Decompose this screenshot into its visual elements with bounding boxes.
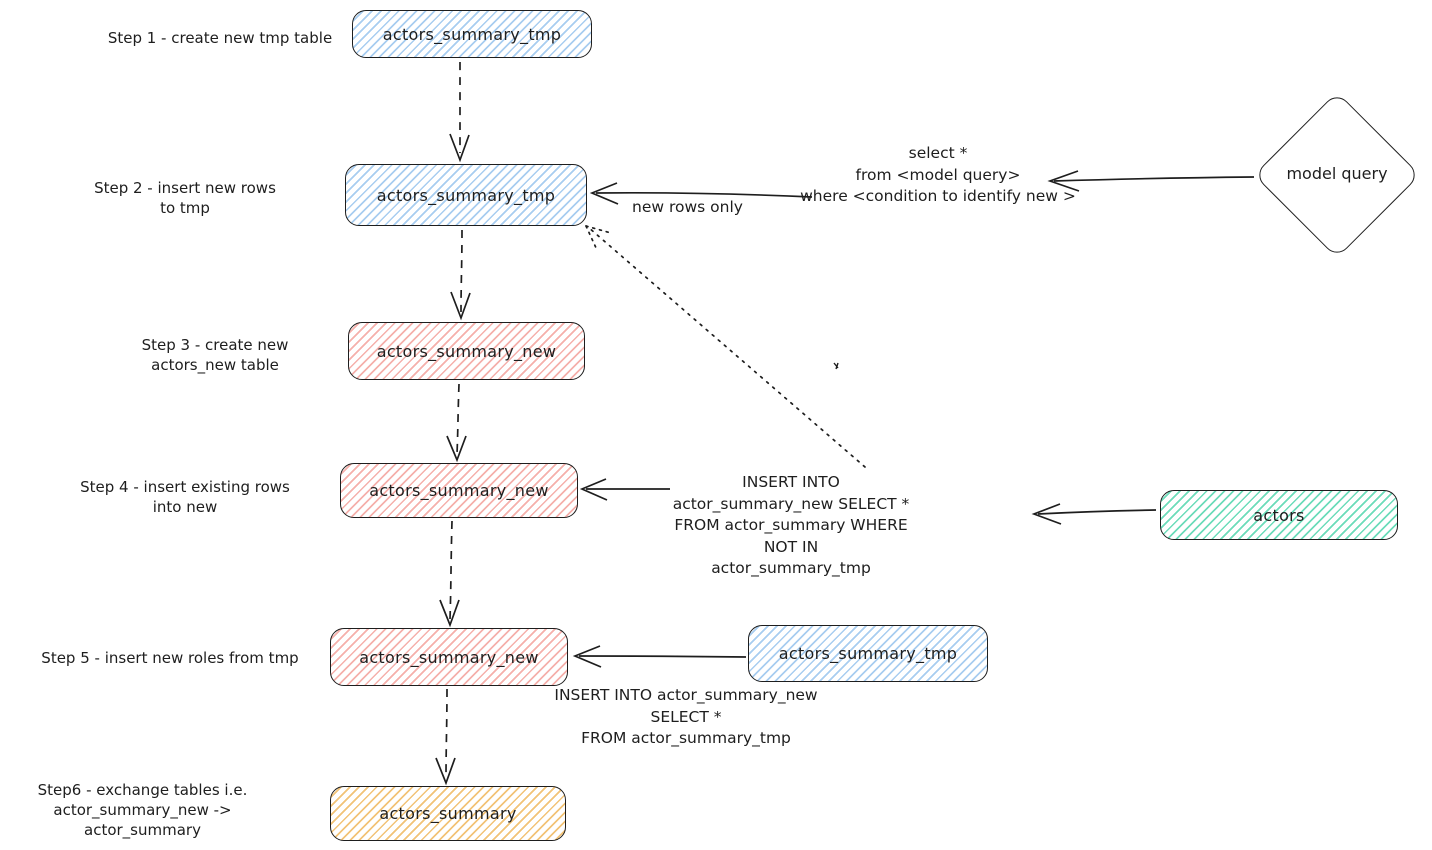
- arrow-step2-to-step3: [450, 229, 471, 321]
- node-label: actors_summary_new: [376, 341, 557, 361]
- node-step4-actors-summary-new[interactable]: actors_summary_new: [340, 463, 578, 518]
- node-step3-actors-summary-new[interactable]: actors_summary_new: [348, 322, 585, 380]
- step5-label: Step 5 - insert new roles from tmp: [41, 649, 299, 667]
- arrow-insertexisting-to-step4: [579, 478, 670, 501]
- arrow-step1-to-step2: [449, 61, 470, 163]
- node-label: actors: [1253, 505, 1305, 525]
- step2-label: Step 2 - insert new rows to tmp: [94, 179, 276, 217]
- insert-new-annotation: INSERT INTO actor_summary_new SELECT * F…: [554, 686, 818, 747]
- arrow-tmpsource-to-step5: [572, 645, 747, 668]
- step4-label: Step 4 - insert existing rows into new: [80, 478, 290, 516]
- node-label: actors_summary_tmp: [778, 644, 958, 663]
- node-source-actors-summary-tmp[interactable]: actors_summary_tmp: [748, 625, 988, 682]
- stray-mark: [833, 362, 839, 370]
- node-step2-actors-summary-tmp[interactable]: actors_summary_tmp: [345, 164, 587, 226]
- step6-label: Step6 - exchange tables i.e. actor_summa…: [37, 781, 248, 839]
- arrow-modelquery-to-selectquery: [1047, 170, 1255, 192]
- arrow-step3-to-step4: [446, 383, 467, 463]
- node-label: actors_summary_tmp: [382, 24, 562, 44]
- node-source-actors[interactable]: actors: [1160, 490, 1398, 540]
- new-rows-only-label: new rows only: [632, 198, 743, 216]
- node-label: actors_summary_new: [359, 647, 539, 667]
- step1-label: Step 1 - create new tmp table: [107, 29, 333, 47]
- arrow-step5-to-step6: [435, 688, 456, 786]
- node-label: actors_summary_tmp: [376, 185, 556, 205]
- node-label: actors_summary_new: [369, 481, 549, 500]
- arrow-step4-to-step5: [439, 520, 460, 628]
- node-step1-actors-summary-tmp[interactable]: actors_summary_tmp: [352, 10, 592, 58]
- step3-label: Step 3 - create new actors_new table: [141, 336, 289, 374]
- arrow-actors-to-insertexisting: [1031, 503, 1157, 525]
- node-step5-actors-summary-new[interactable]: actors_summary_new: [330, 628, 568, 686]
- select-query-annotation: select * from <model query> where <condi…: [800, 144, 1076, 205]
- node-label: actors_summary: [379, 804, 517, 823]
- node-step6-actors-summary[interactable]: actors_summary: [330, 786, 566, 841]
- insert-existing-annotation: INSERT INTO actor_summary_new SELECT * F…: [672, 473, 910, 577]
- dotted-line-insertexisting-to-step2: [585, 225, 866, 468]
- model-query-label: model query: [1286, 164, 1388, 183]
